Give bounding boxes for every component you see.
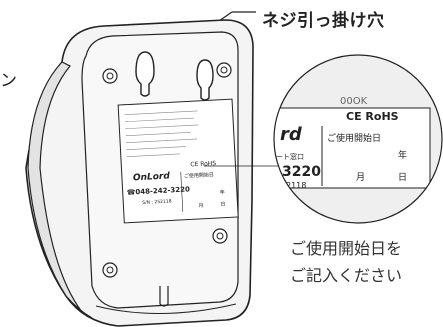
cable-slot xyxy=(159,286,169,307)
big-label-marks: CE RoHS xyxy=(346,110,399,123)
big-label-year: 年 xyxy=(398,149,407,161)
zoom-circle-outline xyxy=(273,54,443,224)
big-label-day: 日 xyxy=(398,172,407,183)
left-edge-text-fragment: ン xyxy=(0,71,17,91)
big-label-brand: rd xyxy=(280,124,303,145)
big-label-code: 2118 xyxy=(286,181,306,190)
small-label-date-header: ご使用開始日 xyxy=(184,171,214,180)
hook-hole-right xyxy=(196,59,214,101)
small-label-marks: CE RoHS xyxy=(190,160,216,168)
date-note-line1: ご使用開始日を xyxy=(290,239,403,258)
big-label-date-header: ご使用開始日 xyxy=(327,132,381,144)
hook-hole-left xyxy=(135,51,155,97)
big-label-top-code: 00OK xyxy=(340,96,368,107)
date-note-line2: ご記入ください xyxy=(290,266,403,285)
device-base xyxy=(95,303,237,314)
hook-hole-callout: ネジ引っ掛け穴 xyxy=(262,11,385,31)
product-label-small: CE RoHS OnLord ご使用開始日 ☎048-242-3220 S/N … xyxy=(117,98,239,224)
screw-foot-bottom-right xyxy=(212,228,228,244)
big-label-support: ート窓口 xyxy=(276,152,304,161)
big-label-phone: 3220 xyxy=(282,164,321,180)
zoom-circle-content: 00OK CE RoHS rd ご使用開始日 ート窓口 3220 2118 年 … xyxy=(274,96,431,190)
small-label-month: 月 xyxy=(198,203,203,209)
small-label-brand: OnLord xyxy=(133,171,171,183)
small-label-day: 日 xyxy=(220,202,225,208)
big-label-month: 月 xyxy=(356,172,365,183)
label-spec-lines xyxy=(124,110,199,157)
small-label-phone: ☎048-242-3220 xyxy=(127,185,191,196)
device-side xyxy=(27,61,93,319)
screw-foot-bottom-left xyxy=(102,262,118,278)
small-label-serial: S/N : 252118 xyxy=(142,198,172,206)
screw-foot-top-left xyxy=(102,68,118,84)
small-label-year: 年 xyxy=(220,189,225,196)
screw-foot-top-right xyxy=(216,62,232,78)
